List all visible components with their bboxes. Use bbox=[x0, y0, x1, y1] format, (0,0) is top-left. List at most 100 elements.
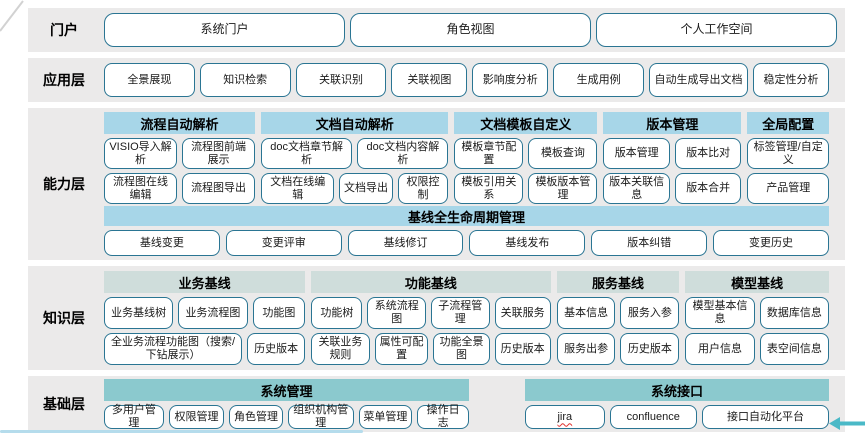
module-button[interactable]: 流程图前端展示 bbox=[182, 138, 256, 169]
group-header: 全局配置 bbox=[747, 112, 829, 134]
module-button[interactable]: 变更评审 bbox=[225, 230, 342, 256]
baseline-header: 基线全生命周期管理 bbox=[104, 206, 829, 226]
module-button[interactable]: 服务入参 bbox=[620, 297, 680, 329]
button-row: 全景展现知识检索关联识别关联视图影响度分析生成用例自动生成导出文档稳定性分析 bbox=[104, 63, 829, 97]
module-button[interactable]: 业务基线树 bbox=[104, 297, 174, 329]
module-button[interactable]: 个人工作空间 bbox=[596, 13, 837, 47]
module-button[interactable]: 流程图导出 bbox=[182, 173, 256, 204]
button-row: 标签管理/自定义 bbox=[747, 138, 829, 169]
left-arrow-icon bbox=[829, 417, 865, 430]
group-header: 系统接口 bbox=[525, 379, 829, 401]
module-button[interactable]: 历史版本 bbox=[620, 333, 680, 365]
button-row: 模板引用关系模板版本管理 bbox=[454, 173, 598, 204]
group: 系统管理多用户管理权限管理角色管理组织机构管理菜单管理操作日志 bbox=[104, 379, 470, 429]
button-row: 系统门户角色视图个人工作空间 bbox=[104, 13, 837, 47]
bottom-accent-line bbox=[0, 430, 363, 433]
module-button[interactable]: 系统流程图 bbox=[367, 297, 427, 329]
module-button[interactable]: 数据库信息 bbox=[759, 297, 830, 329]
button-row: 全业务流程功能图（搜索/下钻展示）历史版本 bbox=[104, 333, 306, 365]
module-button[interactable]: 功能图 bbox=[252, 297, 306, 329]
module-button[interactable]: 角色管理 bbox=[229, 405, 283, 429]
module-button[interactable]: 权限控制 bbox=[397, 173, 449, 204]
module-button[interactable]: 版本合并 bbox=[674, 173, 742, 204]
group-header: 系统管理 bbox=[104, 379, 470, 401]
module-button[interactable]: doc文档章节解析 bbox=[261, 138, 353, 169]
layer-label-application: 应用层 bbox=[43, 72, 85, 88]
module-button[interactable]: 生成用例 bbox=[553, 63, 644, 97]
layer-application: 应用层 全景展现知识检索关联识别关联视图影响度分析生成用例自动生成导出文档稳定性分… bbox=[28, 58, 845, 102]
module-button[interactable]: 表空间信息 bbox=[759, 333, 830, 365]
module-button[interactable]: 基本信息 bbox=[556, 297, 616, 329]
module-button[interactable]: 模板查询 bbox=[528, 138, 598, 169]
module-button[interactable]: 全景展现 bbox=[104, 63, 195, 97]
module-button[interactable]: confluence bbox=[609, 405, 697, 429]
button-row: 版本管理版本比对 bbox=[603, 138, 742, 169]
module-button[interactable]: 关联识别 bbox=[295, 63, 387, 97]
module-button[interactable]: 关联视图 bbox=[391, 63, 468, 97]
module-button[interactable]: 标签管理/自定义 bbox=[747, 138, 829, 169]
layer-label-portal: 门户 bbox=[50, 22, 78, 38]
module-button[interactable]: 基线变更 bbox=[104, 230, 220, 256]
module-button[interactable]: 影响度分析 bbox=[472, 63, 549, 97]
group-header: 功能基线 bbox=[311, 271, 551, 293]
module-button[interactable]: 自动生成导出文档 bbox=[649, 63, 749, 97]
module-button[interactable]: 操作日志 bbox=[417, 404, 470, 429]
module-button[interactable]: 历史版本 bbox=[494, 333, 551, 365]
module-button[interactable]: 基线修订 bbox=[347, 230, 464, 256]
group-header: 服务基线 bbox=[556, 271, 680, 293]
module-button[interactable]: 全业务流程功能图（搜索/下钻展示） bbox=[104, 333, 243, 365]
module-button[interactable]: jira bbox=[525, 405, 605, 429]
module-button[interactable]: 文档在线编辑 bbox=[261, 173, 335, 204]
module-button[interactable]: 多用户管理 bbox=[104, 404, 164, 429]
module-button[interactable]: 历史版本 bbox=[247, 333, 306, 365]
module-button[interactable]: 文档导出 bbox=[339, 173, 393, 204]
module-button[interactable]: 服务出参 bbox=[556, 333, 616, 365]
module-button[interactable]: 基线发布 bbox=[469, 230, 586, 256]
button-row: 模板章节配置模板查询 bbox=[454, 138, 598, 169]
module-button[interactable]: 接口自动化平台 bbox=[701, 405, 830, 429]
module-button[interactable]: 权限管理 bbox=[168, 405, 225, 429]
module-button[interactable]: VISIO导入解析 bbox=[104, 138, 178, 169]
module-button[interactable]: 变更历史 bbox=[713, 230, 829, 256]
button-row: 版本关联信息版本合并 bbox=[603, 173, 742, 204]
module-button[interactable]: doc文档内容解析 bbox=[357, 138, 449, 169]
group: 服务基线基本信息服务入参服务出参历史版本 bbox=[556, 271, 680, 365]
module-button[interactable]: 知识检索 bbox=[199, 63, 291, 97]
module-button[interactable]: 属性可配置 bbox=[374, 333, 429, 365]
button-row: 多用户管理权限管理角色管理组织机构管理菜单管理操作日志 bbox=[104, 404, 470, 429]
group: 功能基线功能树系统流程图子流程管理关联服务关联业务规则属性可配置功能全景图历史版… bbox=[311, 271, 551, 365]
module-button[interactable]: 稳定性分析 bbox=[753, 63, 829, 97]
module-button[interactable]: 版本关联信息 bbox=[603, 173, 670, 204]
module-button[interactable]: 系统门户 bbox=[104, 13, 345, 47]
module-button[interactable]: 流程图在线编辑 bbox=[104, 173, 178, 204]
module-button[interactable]: 版本纠错 bbox=[591, 230, 708, 256]
module-button[interactable]: 功能树 bbox=[311, 297, 363, 329]
group-header: 版本管理 bbox=[603, 112, 742, 134]
corner-fold-decoration bbox=[0, 0, 24, 32]
module-button[interactable]: 组织机构管理 bbox=[287, 404, 354, 429]
module-button[interactable]: 业务流程图 bbox=[178, 297, 248, 329]
module-button[interactable]: 角色视图 bbox=[350, 13, 591, 47]
module-button[interactable]: 菜单管理 bbox=[358, 405, 413, 429]
module-button[interactable]: 功能全景图 bbox=[433, 333, 490, 365]
group: 业务基线业务基线树业务流程图功能图全业务流程功能图（搜索/下钻展示）历史版本 bbox=[104, 271, 306, 365]
module-button[interactable]: 关联业务规则 bbox=[311, 333, 370, 365]
button-row: 流程图在线编辑流程图导出 bbox=[104, 173, 256, 204]
module-button[interactable]: 模板引用关系 bbox=[454, 173, 524, 204]
module-button[interactable]: 模板版本管理 bbox=[528, 173, 598, 204]
module-button[interactable]: 版本比对 bbox=[674, 138, 742, 169]
module-button[interactable]: 关联服务 bbox=[494, 297, 551, 329]
module-button[interactable]: 产品管理 bbox=[747, 173, 829, 204]
module-button[interactable]: 版本管理 bbox=[603, 138, 670, 169]
module-button[interactable]: 模型基本信息 bbox=[685, 297, 755, 329]
module-button[interactable]: 子流程管理 bbox=[431, 297, 490, 329]
module-button[interactable]: 模板章节配置 bbox=[454, 138, 524, 169]
group: 版本管理版本管理版本比对版本关联信息版本合并 bbox=[603, 112, 742, 204]
layer-content-portal: 系统门户角色视图个人工作空间 bbox=[100, 8, 845, 52]
module-button[interactable]: 用户信息 bbox=[685, 333, 755, 365]
button-row: 关联业务规则属性可配置功能全景图历史版本 bbox=[311, 333, 551, 365]
layer-label-knowledge: 知识层 bbox=[43, 310, 85, 326]
